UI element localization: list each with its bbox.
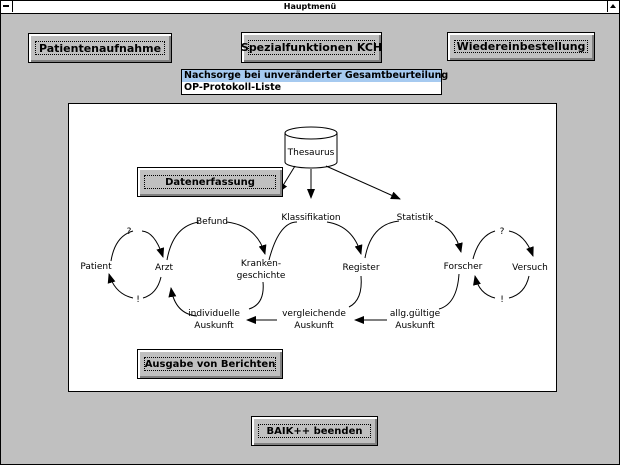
arrow-klassifikation-register xyxy=(326,221,363,255)
arrow-kg-individuelle xyxy=(248,281,264,310)
arrow-kg-klassifikation xyxy=(268,221,298,261)
individuelle-auskunft-label-2: Auskunft xyxy=(194,321,234,331)
window-title: Hauptmenü xyxy=(283,2,337,11)
arrow-register-vergleichende xyxy=(348,275,362,308)
title-bar: Hauptmenü xyxy=(1,1,619,14)
klassifikation-label: Klassifikation xyxy=(281,213,340,223)
special-functions-label: Spezialfunktionen KCH xyxy=(240,41,383,54)
list-item[interactable]: Nachsorge bei unveränderter Gesamtbeurte… xyxy=(182,70,449,82)
forscher-label: Forscher xyxy=(444,262,483,272)
workflow-diagram: Thesaurus Befund Klassifikation Statisti… xyxy=(80,126,548,331)
krankengeschichte-label-2: geschichte xyxy=(237,271,286,281)
arrow-thesaurus-statistik xyxy=(325,165,401,200)
befund-label: Befund xyxy=(196,217,228,227)
individuelle-auskunft-label-1: individuelle xyxy=(188,309,240,319)
versuch-label: Versuch xyxy=(512,263,548,273)
data-entry-label: Datenerfassung xyxy=(165,176,255,188)
thesaurus-database-icon: Thesaurus xyxy=(284,126,338,169)
question-mark-2: ? xyxy=(500,227,505,237)
list-item[interactable]: OP-Protokoll-Liste xyxy=(184,82,282,93)
arrow-exclaim-patient xyxy=(107,273,134,299)
krankengeschichte-label-1: Kranken- xyxy=(241,259,281,269)
quit-button[interactable]: BAIK++ beenden xyxy=(251,416,378,446)
arrow-individuelle-arzt xyxy=(168,287,198,317)
arrow-exclaim-forscher xyxy=(473,275,496,299)
arrow-forscher-allg xyxy=(438,273,460,310)
arrow-statistik-forscher xyxy=(434,220,463,253)
patient-admission-button[interactable]: Patientenaufnahme xyxy=(28,33,172,63)
vergleichende-auskunft-label-2: Auskunft xyxy=(294,321,334,331)
question-mark-1: ? xyxy=(127,227,132,237)
statistik-label: Statistik xyxy=(397,213,435,223)
arrow-register-statistik xyxy=(364,220,400,259)
patient-label: Patient xyxy=(80,262,112,272)
quit-label: BAIK++ beenden xyxy=(266,425,363,437)
system-menu-button[interactable] xyxy=(1,1,13,12)
vergleichende-auskunft-label-1: vergleichende xyxy=(282,309,346,319)
arrow-patient-question xyxy=(110,230,134,262)
special-functions-button[interactable]: Spezialfunktionen KCH xyxy=(241,32,382,63)
arrow-forscher-question xyxy=(472,230,496,260)
maximize-button[interactable] xyxy=(607,1,619,12)
allg-auskunft-label-2: Auskunft xyxy=(395,321,435,331)
function-listbox[interactable]: Nachsorge bei unveränderter Gesamtbeurte… xyxy=(181,69,449,95)
arrow-question-versuch xyxy=(508,230,534,257)
arzt-label: Arzt xyxy=(155,263,174,273)
reorder-button[interactable]: Wiedereinbestellung xyxy=(447,32,595,61)
exclaim-mark-2: ! xyxy=(500,295,504,305)
arrow-arzt-exclaim xyxy=(142,276,162,299)
reorder-label: Wiedereinbestellung xyxy=(456,40,586,53)
thesaurus-label: Thesaurus xyxy=(287,148,335,158)
workflow-diagram-panel: Thesaurus Befund Klassifikation Statisti… xyxy=(68,103,557,392)
data-entry-button[interactable]: Datenerfassung xyxy=(137,167,283,197)
allg-auskunft-label-1: allg.gültige xyxy=(390,309,441,319)
arrow-befund-krankengeschichte xyxy=(226,221,267,255)
arrow-versuch-exclaim xyxy=(508,275,530,299)
patient-admission-label: Patientenaufnahme xyxy=(38,41,162,55)
exclaim-mark-1: ! xyxy=(136,295,140,305)
arrow-question-arzt xyxy=(141,230,165,258)
reports-button[interactable]: Ausgabe von Berichten xyxy=(137,349,283,379)
register-label: Register xyxy=(342,263,379,273)
arrow-arzt-befund xyxy=(166,221,200,261)
reports-label: Ausgabe von Berichten xyxy=(144,358,276,370)
